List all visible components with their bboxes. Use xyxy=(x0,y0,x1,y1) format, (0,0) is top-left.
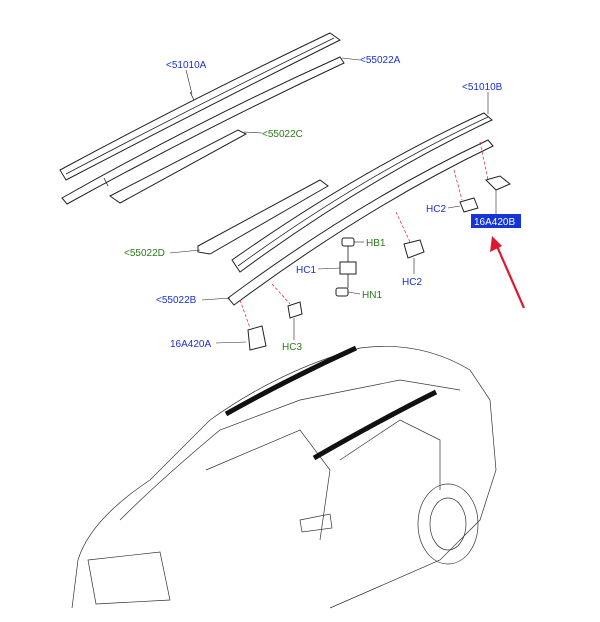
callout-55022B: <55022B xyxy=(156,295,197,306)
callout-16A420B: 16A420B xyxy=(474,217,515,228)
clip-HC2-right xyxy=(459,197,479,213)
bracket-16A420B xyxy=(485,175,511,191)
pointer-arrow xyxy=(490,236,526,309)
trim-strip-55022C xyxy=(109,129,248,204)
roof-rail-51010A xyxy=(59,32,341,181)
callout-HN1: HN1 xyxy=(362,290,382,301)
callout-HC2-center: HC2 xyxy=(402,277,422,288)
clip-HB1-HC1-HN1-assembly xyxy=(335,237,357,297)
clip-HC2-center xyxy=(403,239,425,259)
callout-51010B: <51010B xyxy=(462,82,503,93)
callout-55022C: <55022C xyxy=(262,129,303,140)
callout-HB1: HB1 xyxy=(366,238,386,249)
callout-HC3: HC3 xyxy=(282,342,302,353)
trim-strip-55022D xyxy=(197,179,329,255)
rail-trim-55022B xyxy=(227,139,494,306)
leader-lines xyxy=(169,57,497,344)
callout-55022A: <55022A xyxy=(360,55,401,66)
vehicle-outline xyxy=(71,345,497,609)
bracket-16A420A xyxy=(247,325,267,351)
clip-HC3 xyxy=(287,301,303,319)
callout-55022D: <55022D xyxy=(124,248,165,259)
callout-51010A: <51010A xyxy=(166,60,207,71)
callout-labels: <51010A <55022A <51010B <55022C <55022D … xyxy=(124,55,515,353)
roof-rail-51010B xyxy=(231,112,493,273)
rail-trim-55022A xyxy=(61,56,345,205)
callout-16A420A: 16A420A xyxy=(170,339,211,350)
callout-HC1: HC1 xyxy=(296,265,316,276)
callout-HC2-right: HC2 xyxy=(426,204,446,215)
highlight-box-16A420B xyxy=(471,214,521,228)
